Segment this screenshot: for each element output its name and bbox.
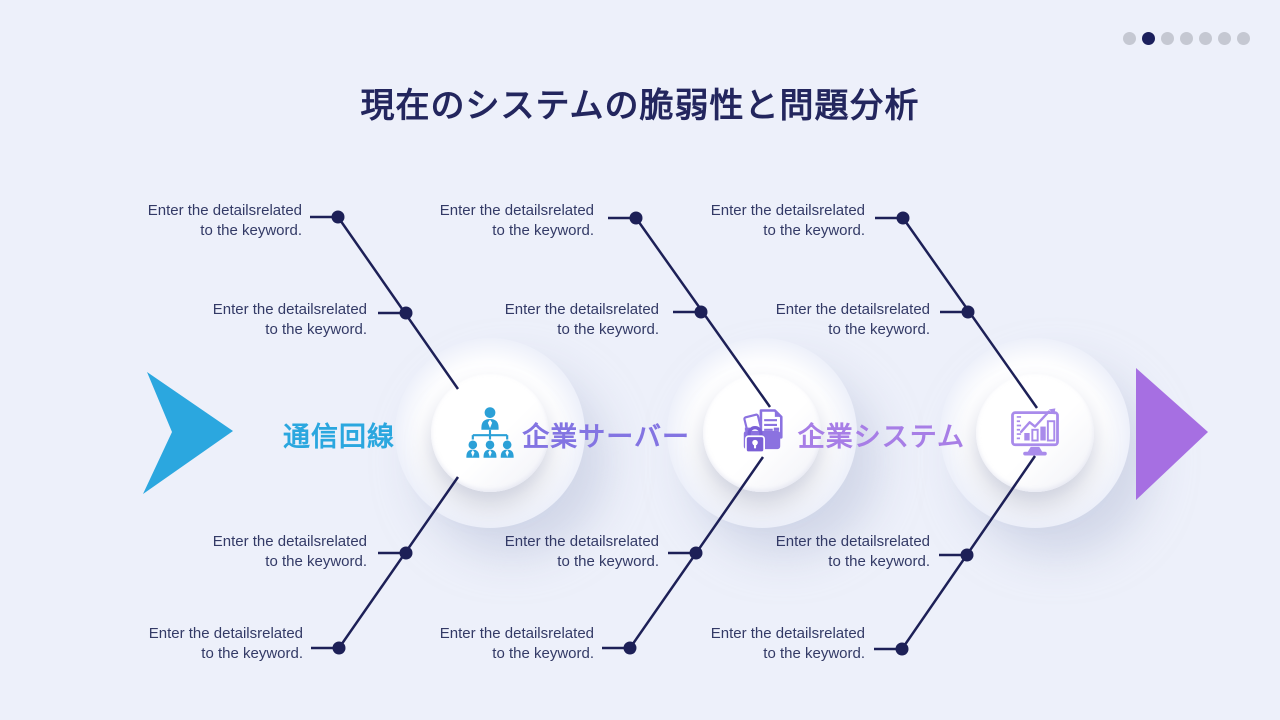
page-title: 現在のシステムの脆弱性と問題分析 <box>360 87 920 125</box>
pagination-dot[interactable] <box>1161 32 1174 45</box>
step-node-communication-line <box>431 374 549 492</box>
analytics-monitor-icon <box>1011 408 1059 456</box>
secure-document-icon <box>743 409 783 454</box>
connector-dots <box>331 210 975 656</box>
pagination-dot[interactable] <box>1199 32 1212 45</box>
pagination-dot[interactable] <box>1180 32 1193 45</box>
step-node-corporate-system <box>976 374 1094 492</box>
right-arrow <box>1136 368 1208 500</box>
left-arrow <box>143 372 233 494</box>
pagination-dot[interactable] <box>1218 32 1231 45</box>
pagination-dot[interactable] <box>1237 32 1250 45</box>
step-label-corporate-server: 企業サーバー <box>522 422 690 452</box>
pagination-dot[interactable] <box>1142 32 1155 45</box>
step-label-communication-line: 通信回線 <box>283 422 395 452</box>
org-chart-icon <box>466 407 514 458</box>
pagination-dot[interactable] <box>1123 32 1136 45</box>
step-label-corporate-system: 企業システム <box>797 422 965 452</box>
pagination <box>1123 32 1250 45</box>
